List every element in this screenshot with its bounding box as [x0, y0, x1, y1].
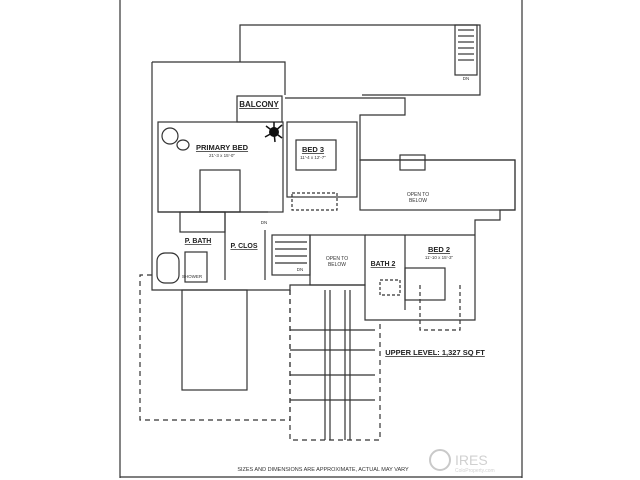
plant-icon — [264, 122, 283, 143]
vanity — [179, 211, 226, 233]
bed2-furniture — [404, 267, 446, 301]
shower — [184, 251, 208, 283]
svg-text:IRES: IRES — [455, 452, 488, 468]
stair-dn-top: DN — [463, 76, 470, 81]
chair — [161, 127, 179, 145]
open-to-below-2 — [309, 234, 366, 286]
p-clos-label: P. CLOS — [230, 243, 257, 250]
exterior-walls — [151, 62, 516, 321]
primary-bed-furniture — [199, 169, 241, 213]
stair-center — [271, 234, 311, 276]
shower-label: SHOWER — [182, 274, 203, 279]
primary-bed-dims: 21'-3 x 15'-0" — [209, 153, 235, 158]
roof-outline — [239, 24, 481, 96]
bed2-dims: 11'-10 x 15'-3" — [425, 255, 454, 260]
stair-top-right — [454, 24, 478, 76]
tub — [156, 252, 180, 284]
stair-dn-center: DN — [297, 267, 304, 272]
deck-outline — [139, 274, 291, 421]
bath2-label: BATH 2 — [371, 261, 396, 268]
pergola — [289, 290, 381, 441]
bed2-label: BED 2 — [428, 245, 450, 254]
p-bath-label: P. BATH — [185, 238, 212, 245]
watermark-logo: IRES ColoProperty.com — [429, 449, 495, 474]
bed3-dims: 11'-4 x 12'-7" — [300, 155, 326, 160]
level-label: UPPER LEVEL: 1,327 SQ FT — [385, 348, 485, 357]
balcony-label: BALCONY — [239, 100, 279, 109]
bed3-label: BED 3 — [302, 145, 324, 154]
primary-bed-label: PRIMARY BED — [196, 143, 249, 152]
pool-outline — [181, 289, 248, 391]
footer-note: SIZES AND DIMENSIONS ARE APPROXIMATE, AC… — [237, 467, 409, 473]
stair-dn-left: DN — [261, 220, 268, 225]
svg-text:ColoProperty.com: ColoProperty.com — [455, 468, 495, 474]
bed3-furniture — [295, 139, 337, 171]
